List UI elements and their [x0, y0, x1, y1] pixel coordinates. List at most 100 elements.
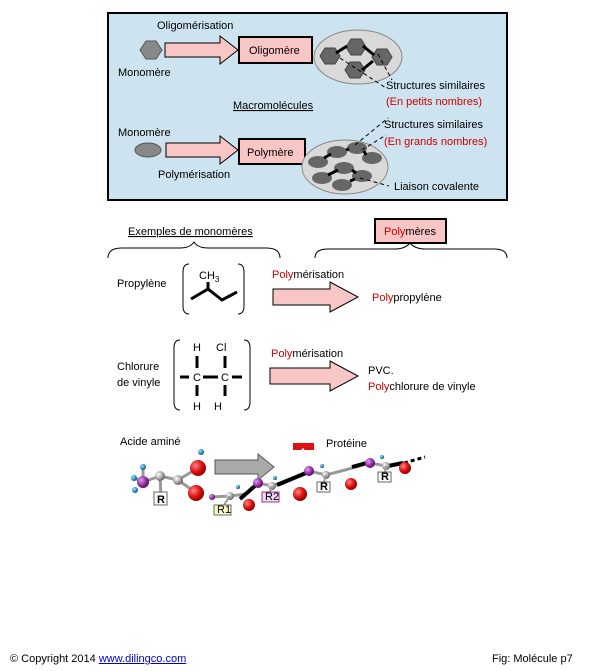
structures-similaires-2: Structures similaires [384, 119, 484, 131]
monomere-bottom-label: Monomère [118, 127, 171, 139]
chain-o-atom [243, 499, 255, 511]
r4-box [377, 471, 392, 483]
proteine-label: Protéine [326, 438, 367, 450]
vinyl-bonds [180, 356, 242, 396]
left-brace [107, 241, 281, 259]
atom-h: H [193, 342, 201, 354]
polymer-unit [362, 152, 382, 164]
oligomerisation-arrow [164, 34, 239, 66]
chain-o-atom [293, 487, 307, 501]
chain-n-atom [209, 494, 215, 500]
polymerisation-arrow [165, 134, 239, 166]
polymere-box [238, 138, 306, 165]
polymer-unit [352, 170, 372, 182]
chain-o-atom [345, 478, 357, 490]
oligomere-box [238, 36, 313, 64]
amino-o-atom [188, 485, 204, 501]
oligomere-label: Oligomère [249, 45, 300, 57]
r2-box [261, 491, 280, 503]
chain-h-atom [273, 476, 277, 480]
polymere-label: Polymère [247, 147, 293, 159]
r-label: R [157, 494, 165, 506]
side-chain-bond [223, 495, 231, 506]
polymeres-box [374, 218, 447, 244]
r2-label: R2 [265, 491, 279, 503]
pointer-lines [339, 53, 393, 89]
polymerisation-label: Polymérisation [158, 169, 230, 181]
oligomer-hexagon [371, 48, 393, 66]
chlorure-line2: de vinyle [117, 377, 160, 389]
peptide-bonds [238, 460, 404, 501]
copyright-text: © Copyright 2014 [10, 653, 96, 665]
amino-o-atom [190, 460, 206, 476]
side-chain-bond [269, 485, 273, 493]
atom-cl: Cl [216, 342, 226, 354]
chain-h-atom [236, 485, 240, 489]
polymerisation-1: Polymérisation [272, 269, 344, 281]
vinyl-bracket-right [243, 339, 251, 411]
polymer-unit [332, 179, 352, 191]
r-box [153, 491, 168, 506]
r3-box [316, 481, 331, 493]
polymer-unit [347, 142, 367, 154]
acide-amine-label: Acide aminé [120, 436, 181, 448]
petits-nombres: (En petits nombres) [386, 96, 482, 108]
side-chain-bond [323, 474, 327, 483]
propylene-arrow [272, 281, 360, 313]
oligomerisation-label: Oligomérisation [157, 20, 233, 32]
atom-c: C [193, 372, 201, 384]
figure-caption: Fig: Molécule p7 [492, 653, 573, 665]
chlorure-line1: Chlorure [117, 361, 159, 373]
monomer-ellipse [134, 142, 162, 158]
polymer-unit [334, 162, 354, 174]
chain-n-atom [304, 466, 314, 476]
monomere-top-label: Monomère [118, 67, 171, 79]
chain-n-atom [365, 458, 375, 468]
chain-continuation [403, 455, 426, 465]
side-chain-bond [384, 465, 387, 473]
polymer-bonds [323, 147, 368, 183]
molecule-bracket-left [182, 263, 190, 315]
monomer-hexagon [139, 40, 163, 60]
polymeres-label: Polymères [384, 226, 436, 238]
exemples-heading: Exemples de monomères [128, 226, 253, 238]
molecule-bracket-right [237, 263, 245, 315]
polymer-unit [327, 146, 347, 158]
polymer-unit [312, 172, 332, 184]
atom-c: C [221, 372, 229, 384]
chain-h-atom [320, 464, 324, 468]
structures-similaires-1: Structures similaires [386, 80, 486, 92]
chain-h-atom [380, 455, 384, 459]
chain-o-atom [399, 462, 411, 474]
oligomer-hexagon [344, 61, 366, 79]
amino-n-atom [137, 476, 149, 488]
vinyl-arrow [269, 360, 360, 392]
pointer-lines [354, 117, 390, 187]
r3-label: R [320, 481, 328, 493]
grands-nombres: (En grands nombres) [384, 136, 487, 148]
right-brace [314, 242, 508, 259]
r4-label: R [381, 471, 389, 483]
chain-n-atom [253, 478, 263, 488]
amino-ca-atom [155, 471, 165, 481]
r1-label: R1 [217, 504, 231, 516]
amino-h-atom [140, 464, 146, 470]
atom-h: H [214, 401, 222, 413]
atom-h: H [193, 401, 201, 413]
pvc-label: PVC. [368, 365, 394, 377]
amino-h-atom [131, 475, 137, 481]
oligomer-oval [313, 29, 403, 85]
amino-c-atom [173, 475, 183, 485]
copyright-footer: © Copyright 2014 www.dilingco.com [10, 653, 186, 665]
ch3-label: CH3 [199, 270, 220, 284]
amino-h-atom [132, 487, 138, 493]
website-link[interactable]: www.dilingco.com [98, 653, 187, 665]
propylene-label: Propylène [117, 278, 167, 290]
oligomer-bonds [335, 44, 375, 72]
protein-arrow [214, 452, 275, 482]
macromolecules-label: Macromolécules [233, 100, 314, 112]
liaison-covalente: Liaison covalente [394, 181, 479, 193]
propylene-skeleton [190, 282, 238, 302]
polymerisation-2: Polymérisation [271, 348, 343, 360]
